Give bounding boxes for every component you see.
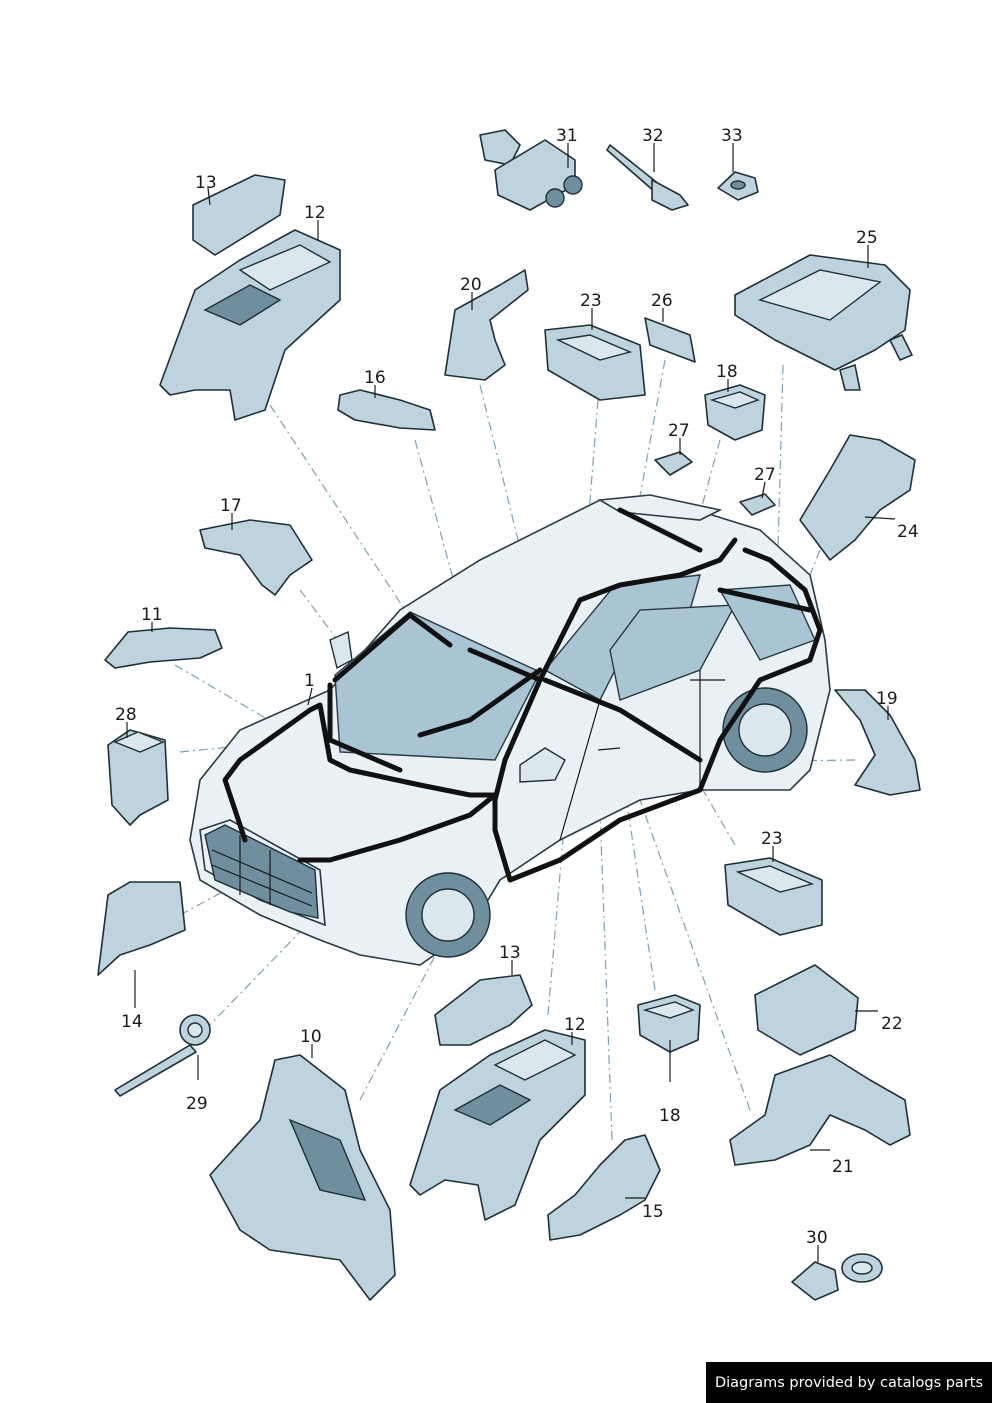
part-27-clip-b [739, 493, 776, 516]
callout-labels: 1 10 11 12 12 13 13 14 15 16 17 18 18 19… [115, 126, 919, 1248]
callout-31: 31 [556, 126, 578, 146]
part-20-bracket [444, 269, 529, 381]
callout-20: 20 [460, 275, 482, 295]
car-illustration [189, 494, 831, 966]
part-23-relay-holder-bottom [724, 857, 823, 936]
callout-22: 22 [881, 1014, 903, 1034]
part-18-relay-carrier-top [704, 384, 766, 441]
part-13-cover-bottom [434, 974, 533, 1046]
part-12-fuse-box-top [159, 229, 341, 421]
part-10-bracket [209, 1054, 396, 1301]
part-25-fuse-box [734, 254, 913, 391]
part-29-cable-tie [114, 1014, 211, 1097]
callout-26: 26 [651, 291, 673, 311]
callout-23-top: 23 [580, 291, 602, 311]
part-22-cover [754, 964, 859, 1056]
callout-19: 19 [876, 689, 898, 709]
callout-32: 32 [642, 126, 664, 146]
callout-33: 33 [721, 126, 743, 146]
callout-1: 1 [304, 671, 315, 691]
front-grille [204, 824, 319, 919]
callout-12-bottom: 12 [564, 1015, 586, 1035]
callout-21: 21 [832, 1157, 854, 1177]
part-31-sensor [479, 129, 583, 211]
callout-10: 10 [300, 1027, 322, 1047]
part-21-duct [729, 1054, 911, 1166]
callout-12-top: 12 [304, 203, 326, 223]
callout-13-bottom: 13 [499, 943, 521, 963]
callout-14: 14 [121, 1012, 143, 1032]
callout-25: 25 [856, 228, 878, 248]
callout-30: 30 [806, 1228, 828, 1248]
callout-16: 16 [364, 368, 386, 388]
part-19-bracket [834, 689, 921, 796]
callout-17: 17 [220, 496, 242, 516]
part-24-bracket [799, 434, 916, 561]
part-12-fuse-box-bottom [409, 1029, 586, 1221]
callout-11: 11 [141, 605, 163, 625]
part-23-relay-holder-top [544, 324, 646, 401]
part-27-clip-a [654, 451, 693, 476]
part-18-relay-carrier-bottom [637, 994, 701, 1053]
part-16-bracket [337, 389, 436, 431]
part-33-nut [717, 171, 759, 201]
part-11-bracket [104, 627, 223, 669]
callout-27-b: 27 [754, 465, 776, 485]
leader-lines [126, 143, 896, 1262]
callout-15: 15 [642, 1202, 664, 1222]
callout-28: 28 [115, 705, 137, 725]
part-30-grommet [791, 1253, 883, 1301]
part-13-cover-top [192, 174, 286, 256]
part-14-bracket [97, 881, 186, 976]
credit-banner: Diagrams provided by catalogs parts [706, 1362, 992, 1403]
callout-23-bottom: 23 [761, 829, 783, 849]
callout-24: 24 [897, 522, 919, 542]
callout-13-top: 13 [195, 173, 217, 193]
callout-27-a: 27 [668, 421, 690, 441]
wiring-harness [222, 507, 823, 883]
part-32-cable-tie-clip [606, 144, 689, 211]
part-28-relay [107, 729, 169, 826]
callout-29: 29 [186, 1094, 208, 1114]
part-26-clip [644, 317, 696, 363]
callout-18-top: 18 [716, 362, 738, 382]
part-17-bracket [199, 519, 313, 596]
part-15-duct [547, 1134, 661, 1241]
callout-18-bottom: 18 [659, 1106, 681, 1126]
